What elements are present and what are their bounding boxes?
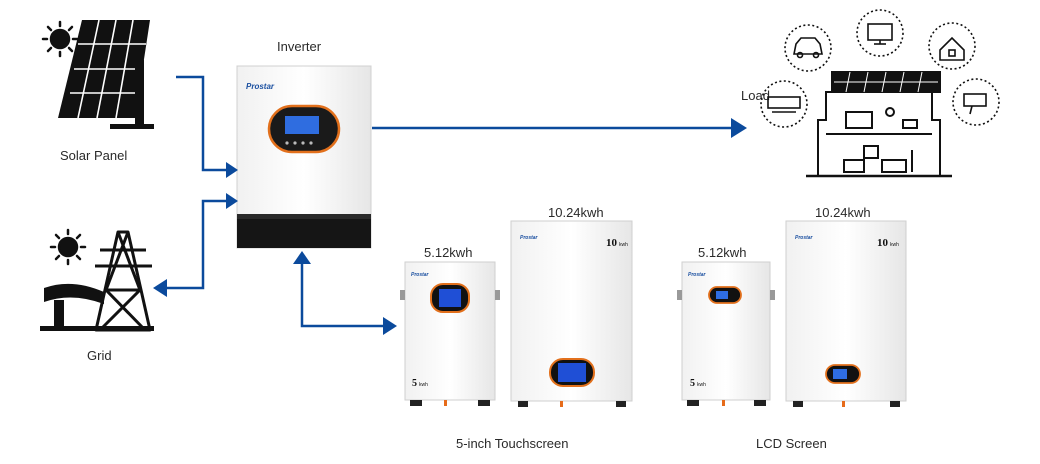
- arrow-left-icon: [153, 279, 167, 297]
- battery-mark: 10: [606, 237, 618, 249]
- battery-capacity-label: 10.24kwh: [548, 205, 604, 220]
- tv-icon: [856, 9, 904, 57]
- home-security-icon: [928, 22, 976, 70]
- battery-capacity-label: 5.12kwh: [424, 245, 473, 260]
- battery-mark: 10: [877, 237, 889, 249]
- battery-5kwh-touchscreen: Prostar 5 kwh: [400, 261, 500, 406]
- arrow-right-icon: [226, 162, 238, 178]
- house-load-icon: [806, 71, 952, 178]
- battery-mark: 5: [412, 378, 417, 389]
- brand-logo: Prostar: [688, 272, 707, 278]
- arrow-right-icon: [731, 118, 747, 138]
- solar-panel-icon: [41, 19, 154, 129]
- brand-logo: Prostar: [520, 235, 539, 241]
- brand-logo: Prostar: [246, 82, 275, 91]
- appliance-icons: [760, 9, 1000, 128]
- camera-icon: [952, 78, 1000, 126]
- battery-mark: kwh: [619, 242, 628, 248]
- inverter-label: Inverter: [277, 39, 322, 54]
- sun-icon: [41, 20, 79, 58]
- battery-mark: kwh: [419, 382, 428, 388]
- battery-10kwh-lcd: Prostar 10 kwh: [785, 220, 907, 407]
- inverter-device: Prostar: [236, 65, 372, 249]
- battery-mark: 5: [690, 378, 695, 389]
- car-icon: [784, 24, 832, 72]
- battery-capacity-label: 5.12kwh: [698, 245, 747, 260]
- arrow-up-icon: [293, 251, 311, 264]
- arrow-right-icon: [226, 193, 238, 209]
- air-conditioner-icon: [760, 80, 808, 128]
- solar-panel-label: Solar Panel: [60, 148, 128, 163]
- battery-mark: kwh: [697, 382, 706, 388]
- lcd-group-label: LCD Screen: [756, 436, 827, 451]
- sun-icon: [49, 228, 87, 266]
- battery-10kwh-touchscreen: Prostar 10 kwh: [510, 220, 633, 407]
- battery-capacity-label: 10.24kwh: [815, 205, 871, 220]
- brand-logo: Prostar: [795, 235, 814, 241]
- arrow-heads: [153, 118, 747, 335]
- battery-5kwh-lcd: Prostar 5 kwh: [677, 261, 775, 406]
- touchscreen-group-label: 5-inch Touchscreen: [456, 436, 569, 451]
- brand-logo: Prostar: [411, 272, 430, 278]
- battery-mark: kwh: [890, 242, 899, 248]
- grid-tower-icon: [40, 228, 154, 332]
- arrow-right-icon: [383, 317, 397, 335]
- connector-lines: [163, 75, 733, 328]
- load-label: Load: [741, 88, 770, 103]
- grid-label: Grid: [87, 348, 112, 363]
